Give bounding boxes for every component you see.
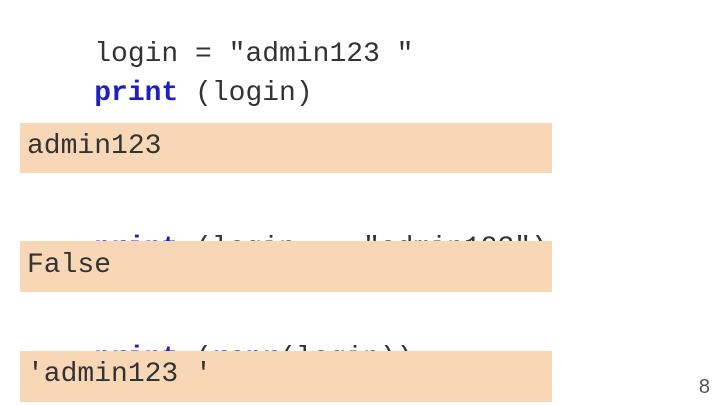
output-text: admin123 [27,131,162,162]
code-line-assign: login = "admin123 " [27,13,413,97]
keyword-print: print [94,78,179,109]
output-box-2: False [20,241,552,292]
output-text: False [27,250,112,281]
page-number: 8 [698,376,710,398]
code-text: (login) [178,78,313,109]
output-box-3: 'admin123 ' [20,351,552,402]
code-text: login = "admin123 " [94,39,414,70]
code-line-print-login: print (login) [27,52,313,136]
output-text: 'admin123 ' [27,359,212,390]
output-box-1: admin123 [20,123,552,173]
